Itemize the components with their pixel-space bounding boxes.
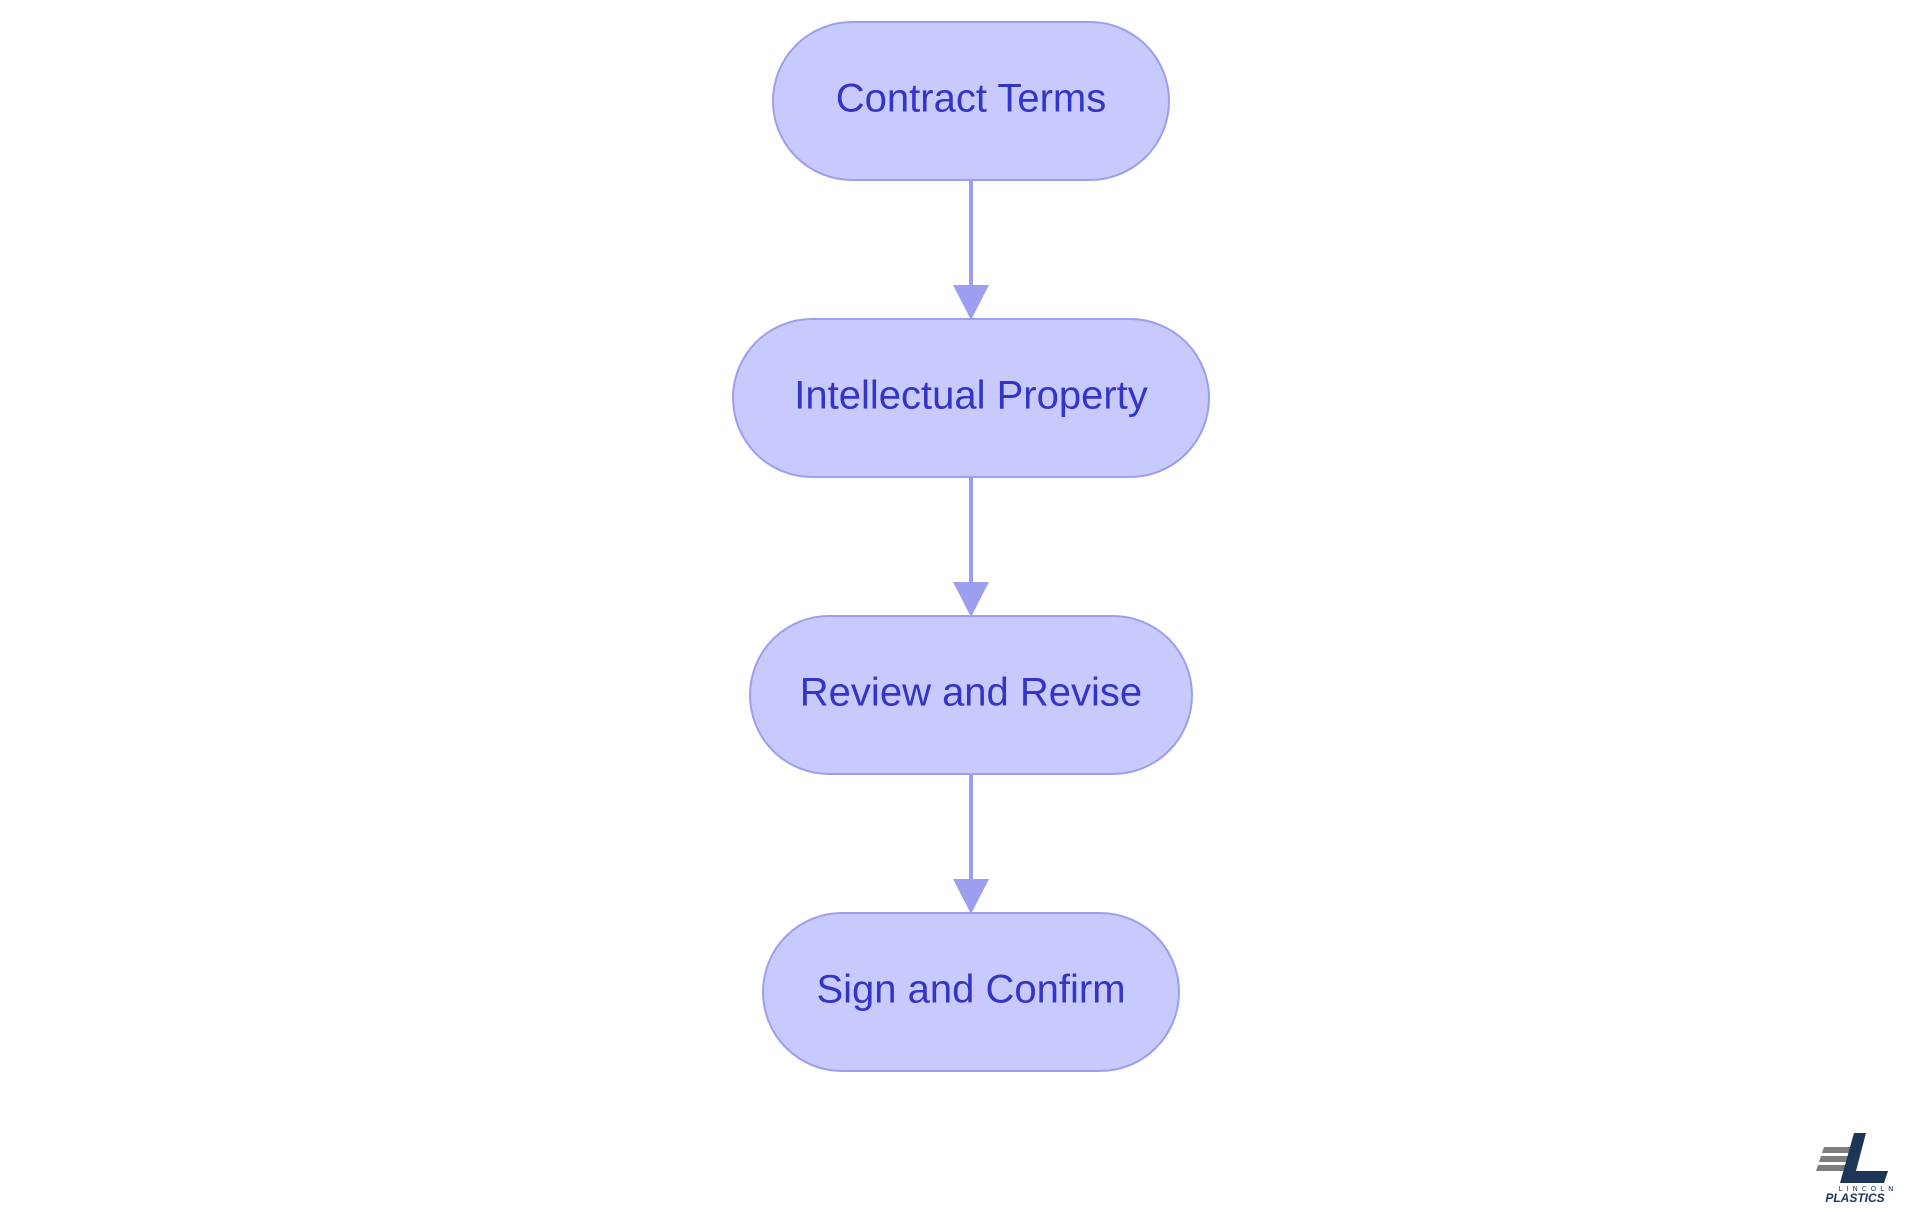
node-intellectual-property[interactable]: Intellectual Property <box>732 318 1210 478</box>
logo-stripe-middle <box>1819 1156 1849 1162</box>
logo-stripe-bottom <box>1816 1165 1846 1171</box>
node-label-sign-and-confirm: Sign and Confirm <box>816 968 1125 1012</box>
node-contract-terms[interactable]: Contract Terms <box>772 21 1170 181</box>
node-label-intellectual-property: Intellectual Property <box>794 374 1148 418</box>
node-review-and-revise[interactable]: Review and Revise <box>749 615 1193 775</box>
logo-stripe-top <box>1822 1147 1852 1153</box>
logo-text-lincoln: LINCOLN <box>1839 1185 1898 1193</box>
node-sign-and-confirm[interactable]: Sign and Confirm <box>762 912 1180 1072</box>
edge-contract-terms-to-intellectual-property <box>953 180 989 320</box>
edge-review-and-revise-to-sign-and-confirm <box>953 774 989 914</box>
lincoln-plastics-logo: LINCOLN PLASTICS <box>1816 1133 1898 1205</box>
node-label-review-and-revise: Review and Revise <box>800 671 1142 715</box>
node-label-contract-terms: Contract Terms <box>836 77 1106 121</box>
edge-intellectual-property-to-review-and-revise <box>953 477 989 617</box>
logo-text-plastics: PLASTICS <box>1825 1191 1884 1205</box>
logo-letter-l <box>1840 1133 1888 1183</box>
